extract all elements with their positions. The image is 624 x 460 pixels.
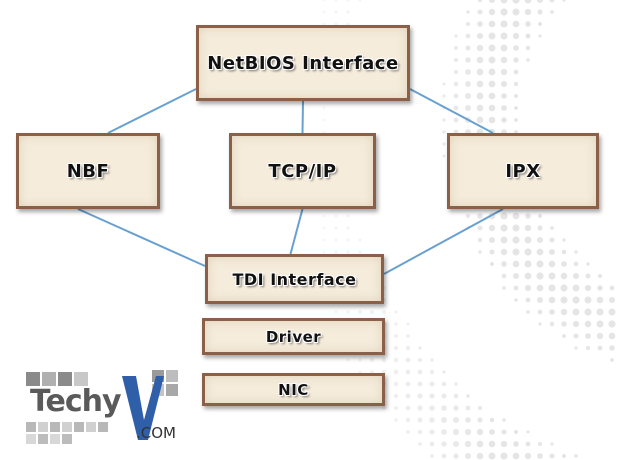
tcpip-label: TCP/IP xyxy=(268,160,337,182)
connector-netbios-nbf xyxy=(107,88,197,134)
nic-box: NIC xyxy=(202,373,385,406)
connector-ipx-tdi xyxy=(383,208,504,275)
nbf-box: NBF xyxy=(16,133,160,209)
connector-tcpip-tdi xyxy=(289,208,304,255)
driver-box: Driver xyxy=(202,318,385,355)
logo-brand-text: Techy xyxy=(30,384,122,419)
driver-label: Driver xyxy=(265,327,322,346)
netbios-interface-box: NetBIOS Interface xyxy=(196,25,410,101)
connector-nbf-tdi xyxy=(77,208,206,267)
tdi-interface-box: TDI Interface xyxy=(205,254,384,304)
connector-netbios-tcpip xyxy=(301,100,304,134)
logo-graphic xyxy=(26,370,178,444)
netbios-interface-label: NetBIOS Interface xyxy=(207,52,399,74)
ipx-box: IPX xyxy=(447,133,599,209)
techyv-logo: Techy .COM xyxy=(26,368,198,452)
connector-netbios-ipx xyxy=(409,88,494,134)
nic-label: NIC xyxy=(278,380,309,399)
tcpip-box: TCP/IP xyxy=(229,133,376,209)
nbf-label: NBF xyxy=(66,160,110,182)
ipx-label: IPX xyxy=(505,160,541,182)
tdi-interface-label: TDI Interface xyxy=(232,269,357,289)
logo-domain-text: .COM xyxy=(136,424,176,442)
